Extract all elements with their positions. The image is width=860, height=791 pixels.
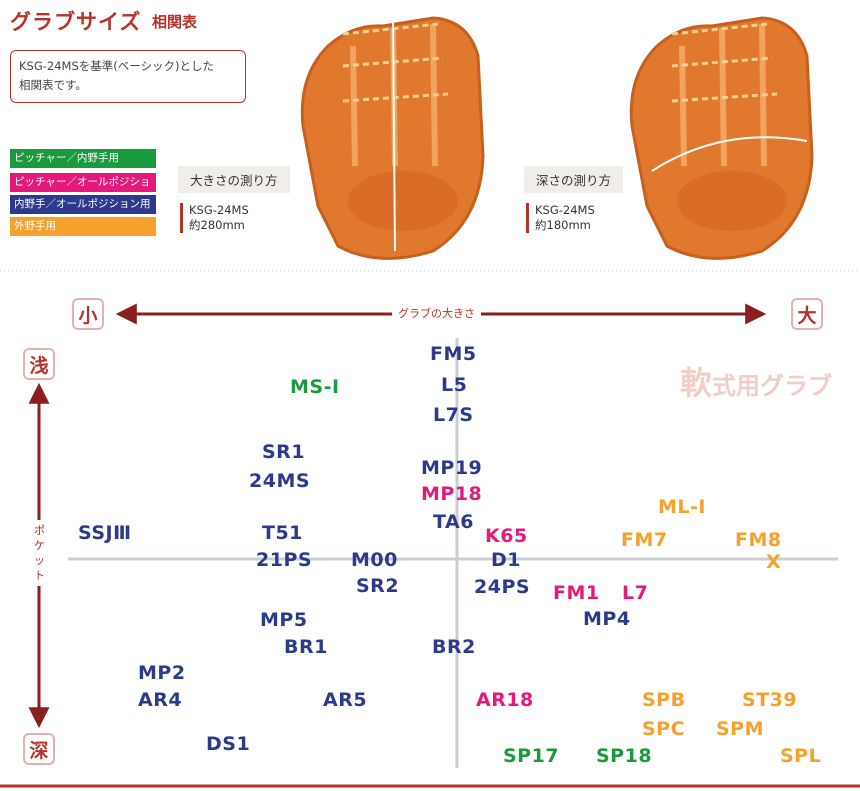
model-label: SPM	[716, 718, 765, 740]
chart-title-rest: 式用グラブ	[712, 372, 832, 400]
chart-title: 軟式用グラブ	[680, 358, 832, 404]
legend-item-outfield: 外野手用	[10, 217, 156, 236]
model-label: FM5	[430, 343, 477, 365]
model-label: TA6	[433, 511, 474, 533]
axis-deep-label: 深	[23, 733, 55, 765]
model-label: SSJⅢ	[78, 522, 132, 544]
model-label: L7S	[433, 404, 474, 426]
size-measure-label: 大きさの測り方	[178, 166, 290, 193]
model-label: BR1	[284, 636, 328, 658]
page-title: グラブサイズ	[10, 10, 142, 34]
model-label: SP17	[503, 745, 560, 767]
model-label: MP2	[138, 662, 186, 684]
model-label: AR5	[323, 689, 368, 711]
model-label: K65	[485, 525, 528, 547]
model-label: 24MS	[249, 470, 311, 492]
model-label: MS-Ⅰ	[290, 376, 340, 398]
model-label: DS1	[206, 733, 251, 755]
depth-measure-label: 深さの測り方	[524, 166, 624, 193]
page-subtitle: 相関表	[152, 13, 198, 31]
depth-spec-value: 約180mm	[535, 218, 591, 232]
model-label: MP18	[421, 483, 483, 505]
model-label: L7	[622, 582, 649, 604]
note-line-2: 相関表です。	[19, 78, 87, 92]
model-label: FM7	[621, 529, 668, 551]
model-label: M00	[351, 549, 398, 571]
note-box: KSG-24MSを基準(ベーシック)とした 相関表です。	[10, 50, 246, 103]
model-label: FM1	[553, 582, 600, 604]
model-label: SPC	[642, 718, 686, 740]
axis-large-label: 大	[791, 298, 823, 330]
model-label: SPL	[780, 745, 822, 767]
model-label: AR18	[476, 689, 534, 711]
size-spec-model: KSG-24MS	[189, 203, 249, 217]
model-label: T51	[262, 522, 303, 544]
glove-size-illustration-icon	[300, 16, 485, 260]
model-label: FM8	[735, 529, 782, 551]
model-label: SR1	[262, 441, 306, 463]
pocket-axis-title: ポケット	[33, 520, 46, 586]
model-label: BR2	[432, 636, 476, 658]
depth-spec: KSG-24MS 約180mm	[526, 203, 595, 233]
glove-depth-illustration-icon	[629, 16, 814, 260]
model-label: L5	[441, 374, 468, 396]
size-spec: KSG-24MS 約280mm	[180, 203, 249, 233]
model-label: SPB	[642, 689, 686, 711]
model-label: X	[766, 551, 782, 573]
model-label: SR2	[356, 575, 400, 597]
model-label: 24PS	[474, 576, 531, 598]
model-label: MP19	[421, 457, 483, 479]
note-line-1: KSG-24MSを基準(ベーシック)とした	[19, 59, 214, 73]
model-label: SP18	[596, 745, 653, 767]
model-label: MP4	[583, 608, 631, 630]
size-axis-title: グラブの大きさ	[392, 305, 481, 321]
depth-spec-model: KSG-24MS	[535, 203, 595, 217]
axis-small-label: 小	[72, 298, 104, 330]
size-spec-value: 約280mm	[189, 218, 245, 232]
model-label: MP5	[260, 609, 308, 631]
chart-title-big-char: 軟	[679, 364, 712, 402]
model-label: AR4	[138, 689, 183, 711]
model-label: 21PS	[256, 549, 313, 571]
axis-shallow-label: 浅	[23, 348, 55, 380]
legend-item-infield-all-position: 内野手／オールポジション用	[10, 195, 156, 214]
model-label: ST39	[742, 689, 798, 711]
model-label: ML-Ⅰ	[658, 496, 706, 518]
model-label: D1	[491, 549, 521, 571]
legend-item-pitcher-infield: ピッチャー／内野手用	[10, 149, 156, 168]
